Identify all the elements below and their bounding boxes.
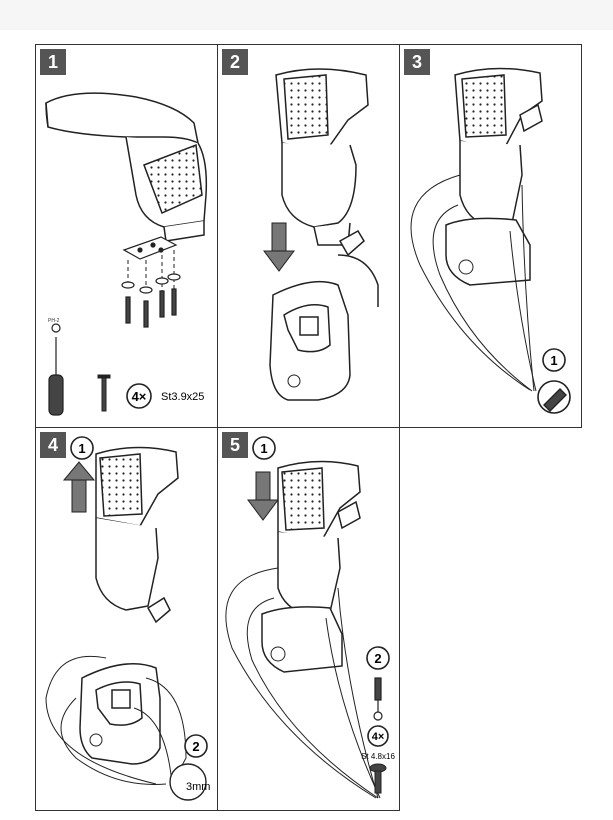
down-arrow-icon [263,222,295,272]
step-panel-4: 4 1 2 [35,427,218,811]
callout-2: 2 [374,651,381,666]
callout-2: 2 [192,739,199,754]
step-panel-2: 2 [217,44,400,428]
step-4-illustration: 1 2 3mm [45,436,210,801]
step-2-illustration [263,68,379,401]
down-arrow-icon [247,471,279,521]
step-number-3: 3 [404,49,430,75]
tool-label: PH-2 [48,318,60,324]
mounting-bracket-drawing [122,236,178,260]
screws-drawing [125,288,177,328]
screw-icon [369,763,387,794]
console-base-drawing [269,229,379,401]
step-number-2: 2 [222,49,248,75]
callout-1: 1 [260,441,267,456]
quantity-circle [126,383,152,409]
step-panel-3: 3 1 [399,44,582,428]
screwdriver-icon [543,388,567,412]
gap-label: 3mm [186,781,210,793]
assembled-armrest-drawing [445,67,543,286]
step-5-illustration: 1 2 4× St 4.8x16 [225,436,395,799]
top-band [0,0,613,30]
screw-count: 4× [132,389,147,404]
armrest-lid-drawing [45,92,208,242]
step-number-5: 5 [222,432,248,458]
screwdriver-icon [373,677,383,721]
step-panel-1: 1 [35,44,218,428]
step-3-illustration: 1 [410,67,571,414]
callout-1: 1 [78,441,85,456]
screw-icon [97,374,111,412]
up-arrow-icon [62,461,96,513]
step-number-1: 1 [40,49,66,75]
armrest-drawing [275,68,369,246]
screw-size: St3.9x25 [161,391,204,403]
step-panel-5: 5 1 2 [217,427,400,811]
screw-size: St 4.8x16 [361,752,395,761]
callout-1: 1 [550,353,557,368]
screwdriver-icon [48,323,64,416]
screw-count: 4× [372,731,385,743]
step-1-illustration: PH-2 4× St3.9x25 [45,92,208,416]
step-number-4: 4 [40,432,66,458]
